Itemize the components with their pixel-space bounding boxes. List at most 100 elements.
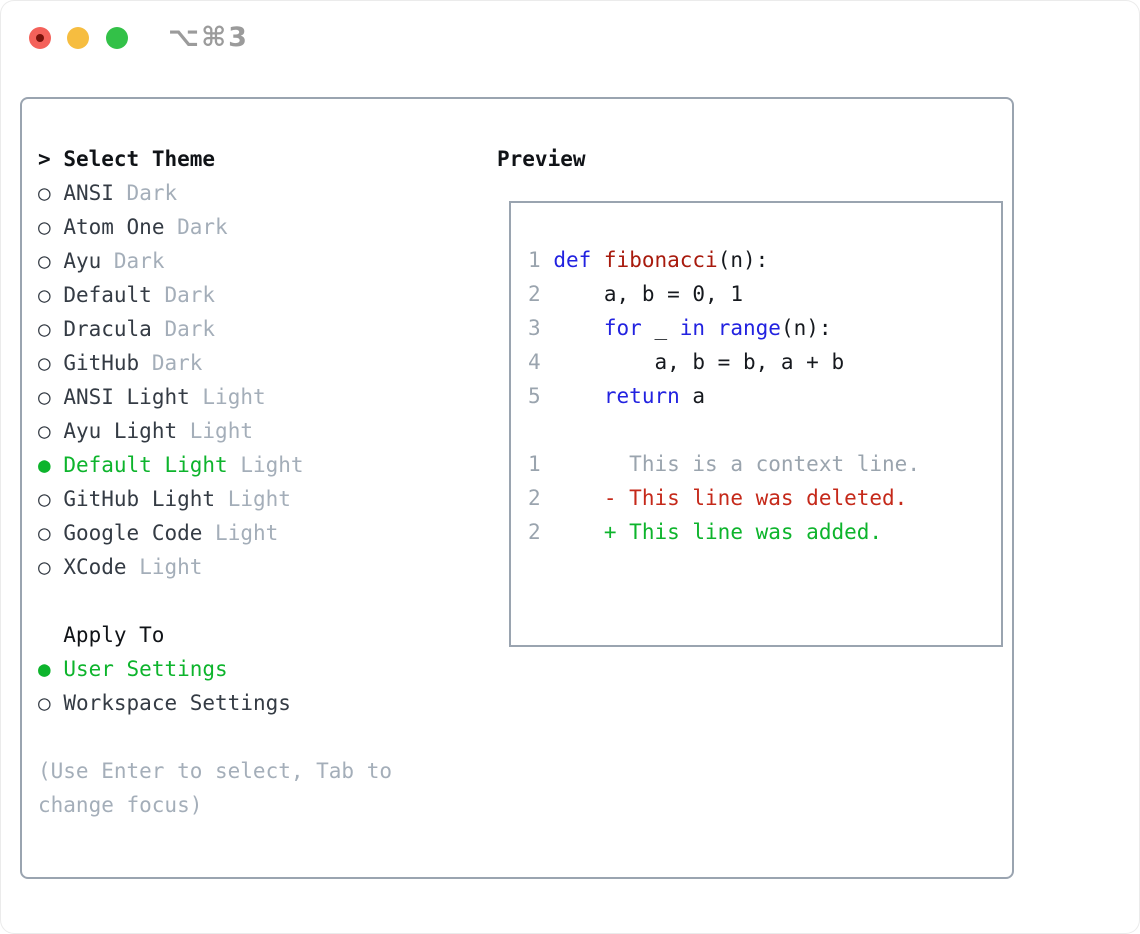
theme-variant-tag: Dark bbox=[177, 215, 228, 239]
theme-variant-tag: Dark bbox=[126, 181, 178, 205]
apply-to-header: Apply To bbox=[63, 623, 165, 647]
theme-option-label: GitHub bbox=[63, 351, 140, 375]
theme-option-ansi-light[interactable]: ○ ANSI Light Light bbox=[38, 380, 458, 414]
selected-radio-icon: ● bbox=[38, 657, 51, 681]
theme-variant-tag: Dark bbox=[164, 317, 216, 341]
code-line: 5 return a bbox=[528, 379, 1001, 413]
spacer bbox=[38, 720, 458, 754]
theme-option-label: Dracula bbox=[63, 317, 152, 341]
code-line: 2 + This line was added. bbox=[528, 515, 1001, 549]
code-token: This is a context line. bbox=[553, 452, 920, 476]
code-line: 3 for _ in range(n): bbox=[528, 311, 1001, 345]
theme-option-label: GitHub Light bbox=[63, 487, 216, 511]
spacer bbox=[38, 584, 458, 618]
select-theme-header: > Select Theme bbox=[38, 142, 458, 176]
radio-icon: ○ bbox=[38, 249, 51, 273]
close-button[interactable] bbox=[29, 27, 51, 49]
window-title: ⌥⌘3 bbox=[168, 22, 249, 53]
theme-option-xcode[interactable]: ○ XCode Light bbox=[38, 550, 458, 584]
theme-option-default-light[interactable]: ● Default Light Light bbox=[38, 448, 458, 482]
apply-option-user-settings[interactable]: ● User Settings bbox=[38, 652, 458, 686]
minimize-button[interactable] bbox=[67, 27, 89, 49]
radio-icon: ○ bbox=[38, 555, 51, 579]
theme-variant-tag: Light bbox=[215, 521, 279, 545]
theme-option-label: ANSI bbox=[63, 181, 114, 205]
theme-option-label: ANSI Light bbox=[63, 385, 190, 409]
line-number: 5 bbox=[528, 384, 541, 408]
theme-option-google-code[interactable]: ○ Google Code Light bbox=[38, 516, 458, 550]
titlebar: ⌥⌘3 bbox=[0, 0, 1140, 76]
theme-variant-tag: Dark bbox=[151, 351, 203, 375]
code-token bbox=[591, 248, 604, 272]
apply-option-workspace-settings[interactable]: ○ Workspace Settings bbox=[38, 686, 458, 720]
theme-option-label: Ayu bbox=[63, 249, 102, 273]
code-token: (n): bbox=[717, 248, 769, 272]
code-token: for bbox=[603, 316, 642, 340]
theme-list: ○ ANSI Dark○ Atom One Dark○ Ayu Dark○ De… bbox=[38, 176, 458, 584]
radio-icon: ○ bbox=[38, 317, 51, 341]
theme-option-dracula[interactable]: ○ Dracula Dark bbox=[38, 312, 458, 346]
radio-icon: ○ bbox=[38, 181, 51, 205]
theme-variant-tag: Dark bbox=[164, 283, 216, 307]
theme-option-label: Google Code bbox=[63, 521, 203, 545]
keyboard-hint: (Use Enter to select, Tab to change focu… bbox=[38, 759, 393, 817]
maximize-button[interactable] bbox=[106, 27, 128, 49]
apply-option-label: User Settings bbox=[63, 657, 228, 681]
code-token: + This line was added. bbox=[553, 520, 883, 544]
code-line: 2 a, b = 0, 1 bbox=[528, 277, 1001, 311]
theme-option-ansi[interactable]: ○ ANSI Dark bbox=[38, 176, 458, 210]
code-token: fibonacci bbox=[603, 248, 718, 272]
code-line: 2 - This line was deleted. bbox=[528, 481, 1001, 515]
theme-variant-tag: Light bbox=[189, 419, 253, 443]
radio-icon: ○ bbox=[38, 215, 51, 239]
apply-to-list: ● User Settings○ Workspace Settings bbox=[38, 652, 458, 720]
cursor-caret-icon: > bbox=[38, 147, 51, 171]
line-number: 2 bbox=[528, 520, 541, 544]
preview-header: Preview bbox=[497, 147, 586, 171]
selected-radio-icon: ● bbox=[38, 453, 51, 477]
code-token: a, b = b, a + b bbox=[553, 350, 845, 374]
code-token: (n): bbox=[780, 316, 832, 340]
code-token: return bbox=[603, 384, 680, 408]
theme-option-default[interactable]: ○ Default Dark bbox=[38, 278, 458, 312]
theme-option-label: Atom One bbox=[63, 215, 165, 239]
theme-option-github[interactable]: ○ GitHub Dark bbox=[38, 346, 458, 380]
code-token: a, b = 0, 1 bbox=[553, 282, 743, 306]
code-token bbox=[705, 316, 718, 340]
radio-icon: ○ bbox=[38, 283, 51, 307]
code-token: - This line was deleted. bbox=[553, 486, 908, 510]
code-token: _ bbox=[641, 316, 680, 340]
code-line bbox=[528, 413, 1001, 447]
theme-option-atom-one[interactable]: ○ Atom One Dark bbox=[38, 210, 458, 244]
theme-variant-tag: Light bbox=[240, 453, 304, 477]
line-number: 1 bbox=[528, 452, 541, 476]
theme-variant-tag: Light bbox=[139, 555, 203, 579]
code-token: def bbox=[553, 248, 592, 272]
theme-option-label: Default Light bbox=[63, 453, 228, 477]
code-line: 1 This is a context line. bbox=[528, 447, 1001, 481]
code-line: 1 def fibonacci(n): bbox=[528, 243, 1001, 277]
radio-icon: ○ bbox=[38, 487, 51, 511]
theme-option-ayu[interactable]: ○ Ayu Dark bbox=[38, 244, 458, 278]
select-theme-header-label: Select Theme bbox=[63, 147, 216, 171]
code-token bbox=[553, 384, 604, 408]
line-number: 3 bbox=[528, 316, 541, 340]
code-token: range bbox=[717, 316, 781, 340]
code-token bbox=[553, 316, 604, 340]
line-number: 4 bbox=[528, 350, 541, 374]
radio-icon: ○ bbox=[38, 419, 51, 443]
apply-option-label: Workspace Settings bbox=[63, 691, 291, 715]
radio-icon: ○ bbox=[38, 691, 51, 715]
theme-picker-panel: > Select Theme ○ ANSI Dark○ Atom One Dar… bbox=[20, 97, 1014, 879]
line-number: 1 bbox=[528, 248, 541, 272]
code-token: in bbox=[679, 316, 706, 340]
theme-variant-tag: Dark bbox=[113, 249, 165, 273]
theme-picker-column: > Select Theme ○ ANSI Dark○ Atom One Dar… bbox=[38, 142, 458, 822]
line-number: 2 bbox=[528, 486, 541, 510]
code-line: 4 a, b = b, a + b bbox=[528, 345, 1001, 379]
theme-option-ayu-light[interactable]: ○ Ayu Light Light bbox=[38, 414, 458, 448]
theme-option-github-light[interactable]: ○ GitHub Light Light bbox=[38, 482, 458, 516]
radio-icon: ○ bbox=[38, 521, 51, 545]
